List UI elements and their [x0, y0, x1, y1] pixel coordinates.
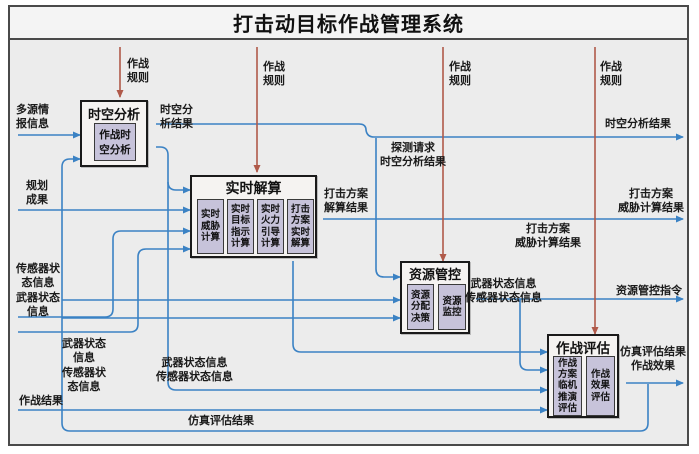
label-weapon-sensor-status-mid: 武器状态信息 传感器状态信息	[156, 357, 233, 384]
subbox-realtime-threat-calc: 实时 威胁 计算	[197, 199, 224, 254]
label-sensor-weapon-status-left: 传感器状 态信息 武器状态 信息	[16, 263, 60, 318]
module-realtime-solution: 实时解算 实时 威胁 计算 实时 目标 指示 计算 实时 火力 引导 计算 打击…	[190, 175, 317, 258]
subbox-realtime-fire-guidance: 实时 火力 引导 计算	[257, 199, 284, 254]
label-weapon-sensor-status-left2: 武器状态 信息 传感器状 态信息	[62, 338, 106, 393]
subbox-combat-spatiotemporal: 作战时 空分析	[94, 123, 136, 161]
title-bar: 打击动目标作战管理系统	[10, 7, 687, 40]
label-detection-request: 探测请求 时空分析结果	[380, 142, 446, 169]
label-simulation-result-combat-effect: 仿真评估结果 作战效果	[620, 346, 686, 373]
subbox-resource-allocation-decision: 资源 分配 决策	[407, 284, 434, 330]
label-strike-plan-solution-result: 打击方案 解算结果	[324, 188, 368, 215]
subbox-plan-improvised-simulation-eval: 作战 方案 临机 推演 评估	[553, 356, 582, 416]
label-combat-result: 作战结果	[19, 395, 63, 407]
label-weapon-sensor-status-right: 武器状态信息 传感器状态信息	[465, 278, 542, 305]
module-title: 作战评估	[556, 341, 610, 356]
subbox-combat-effect-eval: 作战 效果 评估	[586, 356, 615, 416]
module-resource-control: 资源管控 资源 分配 决策 资源 监控	[400, 261, 470, 334]
page-title: 打击动目标作战管理系统	[233, 14, 464, 36]
label-strike-plan-threat-result-right: 打击方案 威胁计算结果	[618, 188, 684, 215]
module-title: 实时解算	[225, 180, 282, 196]
label-spatiotemporal-result-near: 时空分 析结果	[160, 104, 193, 131]
label-simulation-eval-result-bottom: 仿真评估结果	[188, 415, 254, 427]
module-combat-assessment: 作战评估 作战 方案 临机 推演 评估 作战 效果 评估	[547, 334, 619, 418]
label-combat-rules-1: 作战 规则	[127, 58, 149, 85]
label-combat-rules-2: 作战 规则	[263, 61, 285, 88]
label-combat-rules-3: 作战 规则	[449, 61, 471, 88]
label-spatiotemporal-result-right: 时空分析结果	[605, 118, 671, 130]
subbox-realtime-target-indication: 实时 目标 指示 计算	[227, 199, 254, 254]
subbox-strike-plan-solution: 打击 方案 实时 解算	[287, 199, 314, 254]
module-spatiotemporal-analysis: 时空分析 作战时 空分析	[80, 100, 148, 167]
label-combat-rules-4: 作战 规则	[600, 61, 622, 88]
label-planning-results: 规划 成果	[26, 180, 48, 207]
module-title: 资源管控	[408, 267, 461, 282]
label-strike-plan-threat-result-mid: 打击方案 威胁计算结果	[515, 223, 581, 250]
diagram-frame: 打击动目标作战管理系统	[8, 5, 689, 446]
module-title: 时空分析	[87, 107, 140, 122]
subbox-resource-monitoring: 资源 监控	[438, 284, 466, 330]
label-multisource-intel: 多源情 报信息	[16, 104, 49, 131]
label-resource-control-command: 资源管控指令	[616, 285, 682, 297]
